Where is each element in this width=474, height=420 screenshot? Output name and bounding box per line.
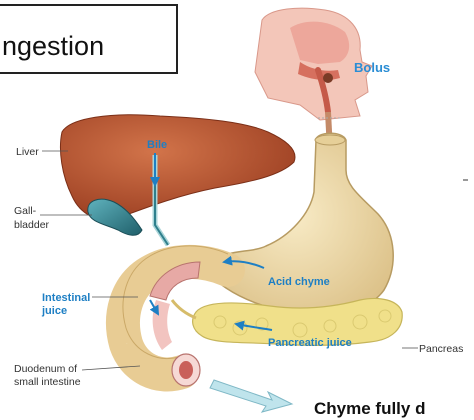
bolus-mass	[323, 73, 333, 83]
label-bolus: Bolus	[354, 60, 390, 75]
caption-chyme: Chyme fully d	[314, 399, 425, 418]
label-gallbladder-1: Gall-	[14, 205, 37, 217]
caption-arrow	[210, 380, 292, 412]
label-duodenum-2: small intestine	[14, 376, 81, 388]
label-liver: Liver	[16, 146, 39, 158]
label-pancreas: Pancreas	[419, 343, 463, 355]
label-acid-chyme: Acid chyme	[268, 276, 330, 288]
label-intestinal-juice-1: Intestinal	[42, 292, 90, 304]
label-intestinal-juice-2: juice	[41, 305, 67, 317]
label-duodenum-1: Duodenum of	[14, 363, 77, 375]
label-gallbladder-2: bladder	[14, 219, 50, 231]
label-pancreatic-juice: Pancreatic juice	[268, 337, 352, 349]
label-bile: Bile	[147, 139, 167, 151]
